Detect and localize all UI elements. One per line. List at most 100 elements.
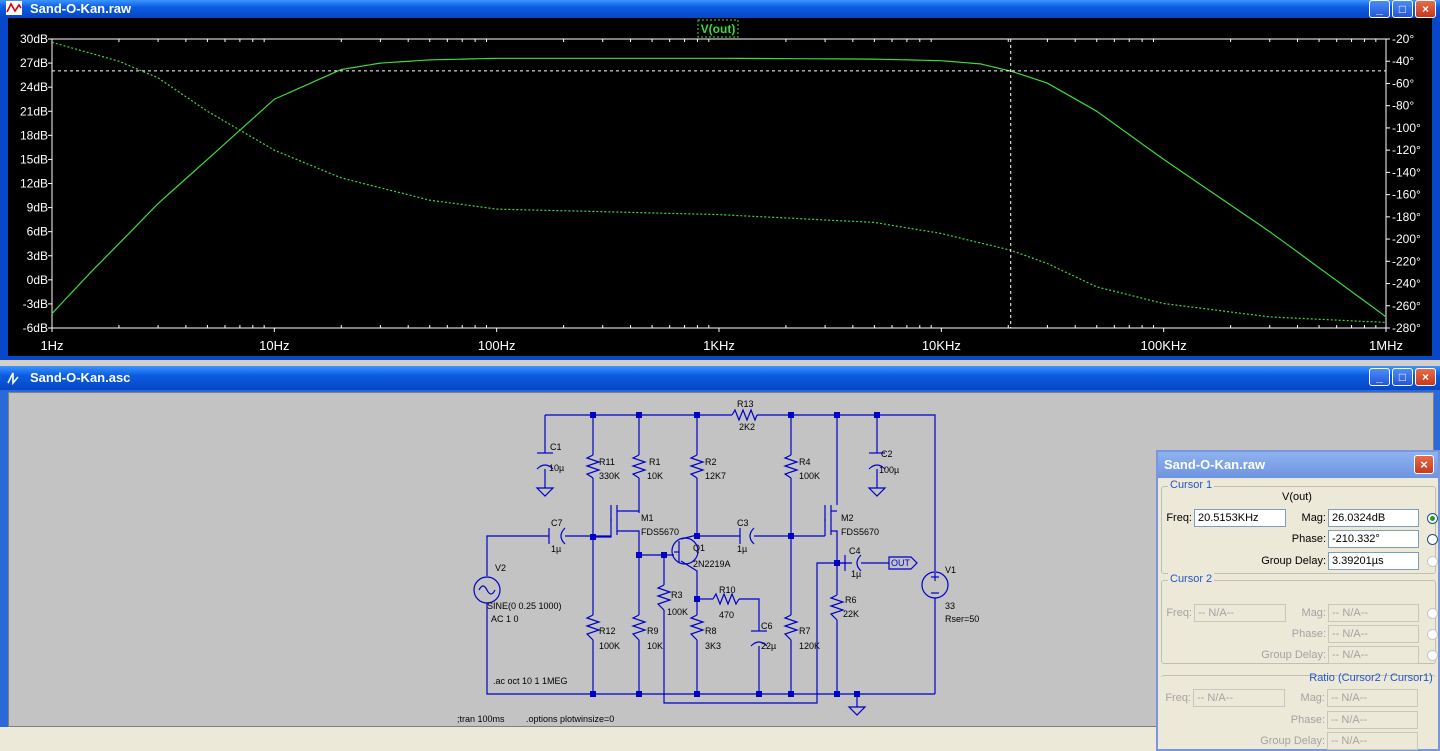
y-right-tick-label: -220° bbox=[1392, 254, 1421, 268]
maximize-button[interactable]: □ bbox=[1392, 0, 1413, 18]
cursor1-mag-field[interactable]: 26.0324dB bbox=[1328, 509, 1419, 527]
svg-text:C6: C6 bbox=[761, 621, 773, 631]
plot-titlebar[interactable]: Sand-O-Kan.raw _ □ × bbox=[0, 0, 1440, 18]
schematic-symbols bbox=[473, 408, 949, 716]
x-tick-label: 100Hz bbox=[478, 338, 516, 353]
svg-text:1µ: 1µ bbox=[551, 544, 561, 554]
cursor1-mag-radio[interactable] bbox=[1427, 513, 1438, 524]
cursor-dialog: Sand-O-Kan.raw × Cursor 1 V(out) Freq: 2… bbox=[1156, 450, 1440, 751]
cursor-dialog-close-button[interactable]: × bbox=[1414, 455, 1434, 474]
y-left-tick-label: 27dB bbox=[20, 56, 48, 70]
svg-text:R6: R6 bbox=[845, 595, 857, 605]
svg-text:R11: R11 bbox=[599, 457, 615, 467]
cursor-dialog-title: Sand-O-Kan.raw bbox=[1164, 457, 1266, 472]
x-tick-label: 1Hz bbox=[40, 338, 63, 353]
y-right-tick-label: -200° bbox=[1392, 232, 1421, 246]
cursor2-phase-radio[interactable] bbox=[1427, 629, 1438, 640]
ratio-freq-label: Freq: bbox=[1165, 692, 1191, 704]
svg-text:C3: C3 bbox=[737, 518, 749, 528]
y-right-tick-label: -80° bbox=[1392, 99, 1414, 113]
ratio-legend: Ratio (Cursor2 / Cursor1) bbox=[1309, 672, 1433, 684]
x-tick-label: 1MHz bbox=[1369, 338, 1403, 353]
svg-text:2N2219A: 2N2219A bbox=[693, 559, 731, 569]
svg-text:R4: R4 bbox=[799, 457, 811, 467]
ratio-group: Ratio (Cursor2 / Cursor1) Freq: -- N/A--… bbox=[1161, 672, 1436, 750]
svg-text:M1: M1 bbox=[641, 513, 654, 523]
cursor2-mag-label: Mag: bbox=[1301, 607, 1326, 619]
svg-text:M2: M2 bbox=[841, 513, 854, 523]
y-left-tick-label: 21dB bbox=[20, 104, 48, 118]
cursor1-phase-radio[interactable] bbox=[1427, 534, 1438, 545]
schematic-wires bbox=[486, 414, 936, 707]
svg-text:2K2: 2K2 bbox=[739, 422, 755, 432]
ratio-phase-field[interactable]: -- N/A-- bbox=[1327, 711, 1418, 729]
cursor1-group-delay-radio[interactable] bbox=[1427, 556, 1438, 567]
cursor2-group-delay-label: Group Delay: bbox=[1261, 649, 1326, 661]
schematic-minimize-button[interactable]: _ bbox=[1369, 368, 1390, 386]
schematic-close-button[interactable]: × bbox=[1415, 368, 1436, 386]
cursor-dialog-titlebar[interactable]: Sand-O-Kan.raw × bbox=[1158, 452, 1438, 478]
svg-text:R13: R13 bbox=[737, 399, 754, 409]
svg-text:C7: C7 bbox=[551, 518, 563, 528]
svg-text:.options plotwinsize=0: .options plotwinsize=0 bbox=[526, 714, 614, 724]
cursor2-phase-field[interactable]: -- N/A-- bbox=[1328, 625, 1419, 643]
trace-label[interactable]: V(out) bbox=[701, 22, 736, 36]
cursor2-group-delay-radio[interactable] bbox=[1427, 650, 1438, 661]
svg-text:1µ: 1µ bbox=[737, 544, 747, 554]
minimize-button[interactable]: _ bbox=[1369, 0, 1390, 18]
svg-text:22K: 22K bbox=[843, 609, 859, 619]
cursor2-group-delay-field[interactable]: -- N/A-- bbox=[1328, 646, 1419, 664]
y-left-tick-label: -3dB bbox=[23, 297, 48, 311]
svg-text:;tran 100ms: ;tran 100ms bbox=[457, 714, 505, 724]
schematic-icon bbox=[7, 372, 19, 385]
svg-text:R12: R12 bbox=[599, 626, 616, 636]
svg-text:V1: V1 bbox=[945, 565, 956, 575]
y-right-tick-label: -280° bbox=[1392, 321, 1421, 335]
cursor1-group: Cursor 1 V(out) Freq: 20.5153KHz Mag: 26… bbox=[1161, 479, 1438, 574]
close-button[interactable]: × bbox=[1415, 0, 1436, 18]
svg-text:C4: C4 bbox=[849, 546, 861, 556]
ratio-freq-field[interactable]: -- N/A-- bbox=[1193, 689, 1285, 707]
y-left-tick-label: 24dB bbox=[20, 80, 48, 94]
svg-text:R8: R8 bbox=[705, 626, 717, 636]
ratio-mag-label: Mag: bbox=[1300, 692, 1325, 704]
cursor2-freq-field[interactable]: -- N/A-- bbox=[1194, 604, 1286, 622]
y-left-tick-label: 9dB bbox=[27, 201, 48, 215]
cursor1-legend: Cursor 1 bbox=[1168, 479, 1215, 491]
svg-text:10µ: 10µ bbox=[549, 463, 564, 473]
cursor1-group-delay-field[interactable]: 3.39201µs bbox=[1328, 552, 1419, 570]
bode-plot[interactable]: 30dB27dB24dB21dB18dB15dB12dB9dB6dB3dB0dB… bbox=[8, 18, 1432, 356]
schematic-maximize-button[interactable]: □ bbox=[1392, 368, 1413, 386]
svg-text:330K: 330K bbox=[599, 471, 620, 481]
magnitude-trace bbox=[51, 57, 1387, 318]
ratio-group-delay-field[interactable]: -- N/A-- bbox=[1327, 732, 1418, 750]
y-right-tick-label: -180° bbox=[1392, 210, 1421, 224]
ratio-mag-field[interactable]: -- N/A-- bbox=[1327, 689, 1418, 707]
svg-text:FDS5670: FDS5670 bbox=[841, 527, 879, 537]
svg-text:AC 1 0: AC 1 0 bbox=[491, 614, 519, 624]
y-right-tick-label: -240° bbox=[1392, 277, 1421, 291]
y-right-tick-label: -20° bbox=[1392, 32, 1414, 46]
svg-text:10K: 10K bbox=[647, 471, 663, 481]
cursor2-phase-label: Phase: bbox=[1291, 628, 1326, 640]
cursor1-mag-label: Mag: bbox=[1301, 512, 1326, 524]
svg-text:R9: R9 bbox=[647, 626, 659, 636]
svg-text:FDS5670: FDS5670 bbox=[641, 527, 679, 537]
cursor2-mag-field[interactable]: -- N/A-- bbox=[1328, 604, 1419, 622]
cursor1-freq-field[interactable]: 20.5153KHz bbox=[1194, 509, 1286, 527]
cursor1-phase-field[interactable]: -210.332° bbox=[1328, 530, 1419, 548]
svg-text:R10: R10 bbox=[719, 585, 736, 595]
cursor1-trace-name: V(out) bbox=[1282, 491, 1312, 503]
y-left-tick-label: 30dB bbox=[20, 32, 48, 46]
cursor2-mag-radio[interactable] bbox=[1427, 608, 1438, 619]
cursor1-group-delay-label: Group Delay: bbox=[1261, 555, 1326, 567]
x-tick-label: 10KHz bbox=[922, 338, 961, 353]
schematic-titlebar[interactable]: Sand-O-Kan.asc _ □ × bbox=[0, 366, 1440, 390]
ratio-phase-label: Phase: bbox=[1290, 714, 1325, 726]
svg-text:12K7: 12K7 bbox=[705, 471, 726, 481]
svg-text:22µ: 22µ bbox=[761, 641, 776, 651]
cursor2-group: Cursor 2 Freq: -- N/A-- Mag: -- N/A-- Ph… bbox=[1161, 573, 1438, 664]
